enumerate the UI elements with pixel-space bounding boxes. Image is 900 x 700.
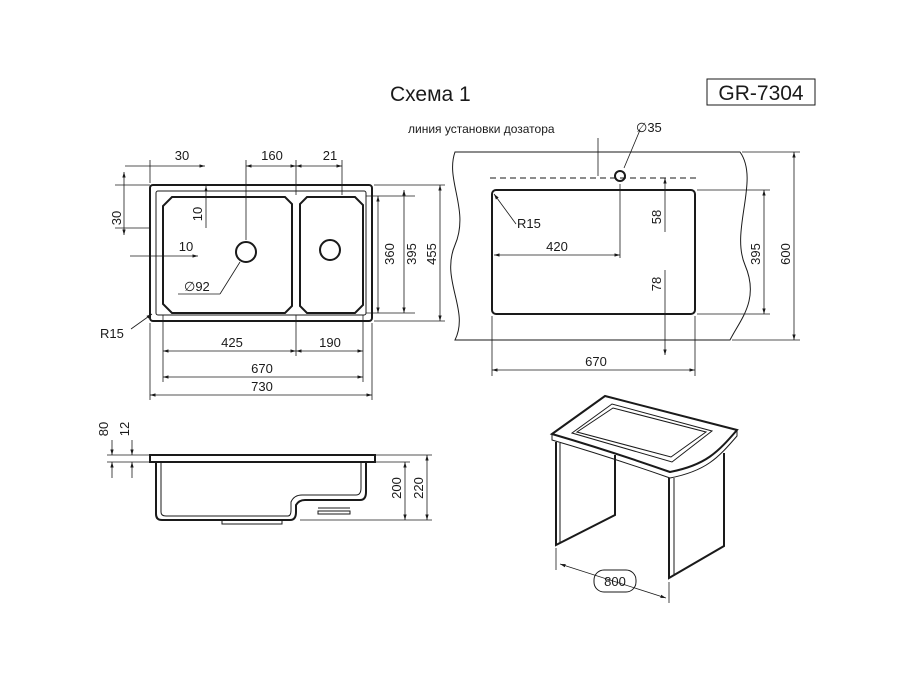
dim-hole-diameter: ∅35 xyxy=(636,120,662,135)
cutout-view: линия установки дозатора ∅35 R15 420 58 … xyxy=(408,120,800,376)
dim-divider-width: 160 xyxy=(261,148,283,163)
dim-inner-width: 670 xyxy=(251,361,273,376)
dim-bowl-top-offset: 10 xyxy=(190,207,205,221)
dim-bowl-left-offset: 10 xyxy=(179,239,193,254)
drain-small xyxy=(319,239,341,261)
model-label-box: GR-7304 xyxy=(706,78,816,106)
dim-countertop-depth: 600 xyxy=(778,243,793,265)
dispenser-line-label: линия установки дозатора xyxy=(408,122,555,136)
model-number: GR-7304 xyxy=(718,82,804,105)
dim-cutout-height: 395 xyxy=(748,243,763,265)
dim-rim-offset: 80 xyxy=(96,422,111,436)
dim-hole-offset: 420 xyxy=(546,239,568,254)
dim-depth-total: 220 xyxy=(411,477,426,499)
dim-big-bowl-width: 425 xyxy=(221,335,243,350)
dim-drain-diameter: ∅92 xyxy=(184,279,210,294)
dim-top-margin: 30 xyxy=(109,211,124,225)
dim-inner-height: 395 xyxy=(404,243,419,265)
drain-large xyxy=(235,241,257,263)
dim-total-width: 730 xyxy=(251,379,273,394)
top-view: 30 160 21 30 10 10 ∅92 R15 360 395 455 xyxy=(100,148,445,400)
dispenser-hole xyxy=(614,170,626,182)
dim-depth-inner: 200 xyxy=(389,477,404,499)
cabinet-view: 800 xyxy=(549,394,739,603)
section-view: 80 12 200 220 xyxy=(96,422,432,525)
dim-rim-thickness: 12 xyxy=(117,422,132,436)
dim-top-offset: 58 xyxy=(649,210,664,224)
dim-cutout-radius: R15 xyxy=(517,216,541,231)
dim-bowl-height: 360 xyxy=(382,243,397,265)
dim-cutout-width: 670 xyxy=(585,354,607,369)
dim-cabinet-width: 800 xyxy=(604,574,626,589)
dim-right-margin: 21 xyxy=(323,148,337,163)
dim-small-bowl-width: 190 xyxy=(319,335,341,350)
dim-corner-radius: R15 xyxy=(100,326,124,341)
dim-left-margin: 30 xyxy=(175,148,189,163)
dim-bottom-offset: 78 xyxy=(649,277,664,291)
scheme-title: Схема 1 xyxy=(390,83,471,106)
dim-total-height: 455 xyxy=(424,243,439,265)
